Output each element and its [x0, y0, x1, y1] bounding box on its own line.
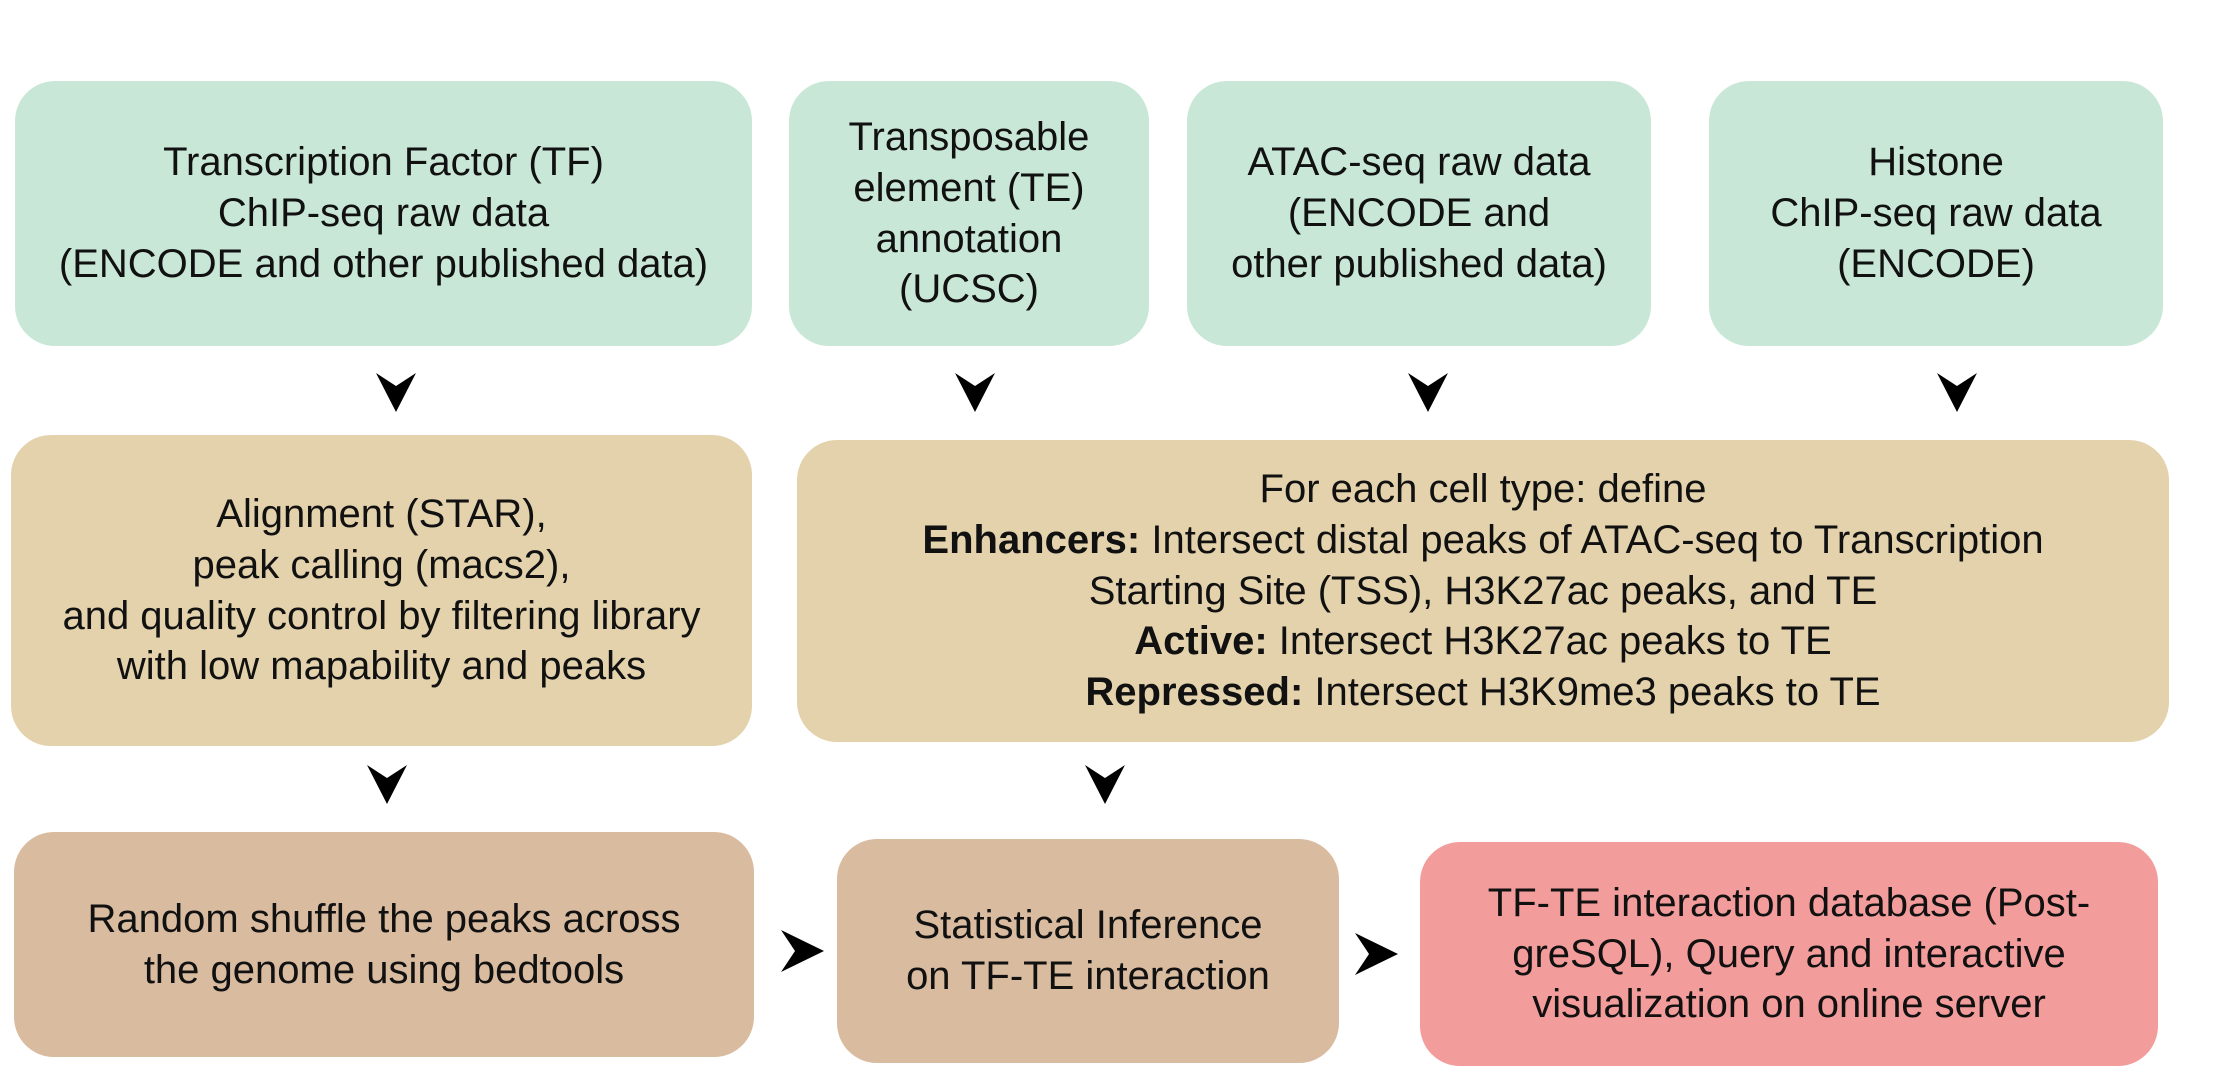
- box-line: Statistical Inference: [913, 903, 1263, 948]
- box-line: annotation: [875, 216, 1063, 261]
- atac-seq-box: ATAC-seq raw data (ENCODE and other publ…: [1187, 81, 1651, 346]
- arrow-down-alignment: [367, 765, 407, 804]
- repressed-label: Repressed:: [1085, 670, 1304, 715]
- active-text: Intersect H3K27ac peaks to TE: [1267, 619, 1832, 664]
- enhancers-line-2: Starting Site (TSS), H3K27ac peaks, and …: [1088, 568, 1878, 613]
- alignment-box: Alignment (STAR), peak calling (macs2), …: [11, 435, 752, 746]
- arrow-down-histone: [1937, 373, 1977, 412]
- box-line: ChIP-seq raw data: [1770, 191, 2102, 236]
- tf-chipseq-box: Transcription Factor (TF) ChIP-seq raw d…: [15, 81, 752, 346]
- arrow-down-tf: [376, 373, 416, 412]
- box-line: Transposable: [848, 114, 1090, 159]
- box-line: (UCSC): [899, 267, 1039, 312]
- arrow-down-define: [1085, 765, 1125, 804]
- box-line: Histone: [1868, 140, 2004, 185]
- box-line: Alignment (STAR),: [216, 491, 547, 536]
- box-line: other published data): [1231, 241, 1607, 286]
- enhancers-text: Intersect distal peaks of ATAC-seq to Tr…: [1140, 517, 2044, 562]
- box-line: visualization on online server: [1532, 982, 2046, 1027]
- arrow-down-atac: [1408, 373, 1448, 412]
- enhancers-line: Enhancers: Intersect distal peaks of ATA…: [922, 515, 2043, 566]
- box-line: ChIP-seq raw data: [217, 191, 550, 236]
- histone-chipseq-box: Histone ChIP-seq raw data (ENCODE): [1709, 81, 2163, 346]
- box-line: peak calling (macs2),: [192, 542, 571, 587]
- enhancers-label: Enhancers:: [922, 517, 1141, 562]
- active-line: Active: Intersect H3K27ac peaks to TE: [1134, 616, 1831, 667]
- database-box: TF-TE interaction database (Post- greSQL…: [1420, 842, 2158, 1066]
- statistical-inference-box: Statistical Inference on TF-TE interacti…: [837, 839, 1339, 1063]
- arrow-right-inference: [1355, 933, 1398, 975]
- box-line: ATAC-seq raw data: [1247, 140, 1591, 185]
- box-line: Transcription Factor (TF): [163, 140, 604, 185]
- active-label: Active:: [1134, 619, 1268, 664]
- random-shuffle-box: Random shuffle the peaks across the geno…: [14, 832, 754, 1057]
- box-line: and quality control by filtering library: [62, 593, 701, 638]
- arrow-down-te: [955, 373, 995, 412]
- arrow-right-shuffle: [781, 930, 824, 972]
- box-line: (ENCODE and other published data): [58, 241, 709, 286]
- box-line: (ENCODE and: [1287, 191, 1551, 236]
- box-line: Random shuffle the peaks across: [87, 896, 681, 941]
- box-line: greSQL), Query and interactive: [1512, 931, 2066, 976]
- box-line: the genome using bedtools: [143, 947, 625, 992]
- box-line: on TF-TE interaction: [906, 954, 1270, 998]
- repressed-text: Intersect H3K9me3 peaks to TE: [1303, 670, 1881, 715]
- repressed-line: Repressed: Intersect H3K9me3 peaks to TE: [1085, 667, 1880, 718]
- define-heading: For each cell type: define: [1259, 467, 1707, 511]
- box-line: (ENCODE): [1837, 241, 2035, 286]
- define-elements-box: For each cell type: define Enhancers: In…: [797, 440, 2169, 742]
- box-line: element (TE): [853, 165, 1085, 210]
- te-annotation-box: Transposable element (TE) annotation (UC…: [789, 81, 1149, 346]
- box-line: TF-TE interaction database (Post-: [1487, 880, 2091, 925]
- box-line: with low mapability and peaks: [116, 644, 647, 689]
